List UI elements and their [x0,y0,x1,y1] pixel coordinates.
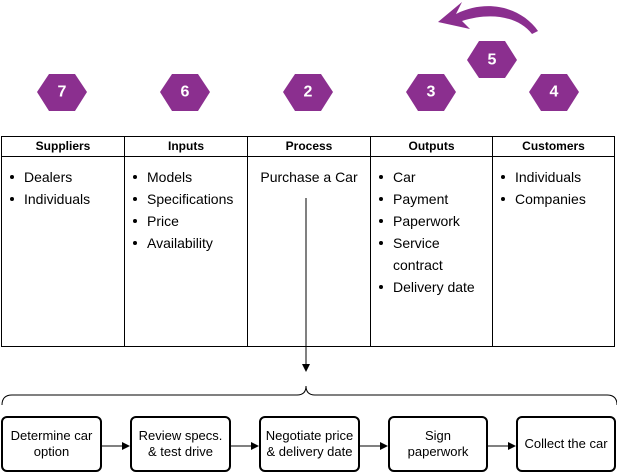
step-label-line: Negotiate price [265,428,354,443]
sipoc-table: Suppliers Dealers Individuals Inputs Mod… [1,136,615,347]
customers-list: Individuals Companies [493,166,614,210]
step-label-line: & delivery date [266,444,353,459]
hexagon-4-label: 4 [550,84,559,101]
step-label-line: Collect the car [524,436,608,451]
hexagon-7: 7 [37,74,87,111]
hexagon-5-label: 5 [488,52,497,69]
outputs-column: Outputs Car Payment Paperwork Service co… [371,137,493,346]
step-label-line: & test drive [147,444,214,459]
inputs-column: Inputs Models Specifications Price Avail… [125,137,248,346]
list-item-continuation: contract [393,257,443,273]
list-item: Service [379,232,492,254]
hexagon-7-label: 7 [58,84,67,101]
list-item: Payment [379,188,492,210]
outputs-list: Car Payment Paperwork Service contract D… [371,166,492,298]
process-column: Process Purchase a Car [248,137,371,346]
curved-arrow-icon [438,2,538,34]
suppliers-column: Suppliers Dealers Individuals [2,137,125,346]
step-label-line: paperwork [407,444,469,459]
hexagon-5: 5 [467,41,517,78]
list-item: Availability [133,232,247,254]
hexagon-4: 4 [529,74,579,111]
list-item: Specifications [133,188,247,210]
process-header: Process [248,137,370,157]
step-label-line: Review specs. [138,428,223,443]
step-label-line: Sign [424,428,451,443]
inputs-header: Inputs [125,137,247,157]
suppliers-list: Dealers Individuals [2,166,124,210]
inputs-list: Models Specifications Price Availability [125,166,247,254]
list-item: Car [379,166,492,188]
list-item: Companies [501,188,614,210]
hexagon-2-label: 2 [304,84,313,101]
list-item: Price [133,210,247,232]
list-item: Paperwork [379,210,492,232]
hexagon-6-label: 6 [181,84,190,101]
step-determine-car-option: Determine car option [1,416,102,472]
hexagon-6: 6 [160,74,210,111]
list-item: Dealers [10,166,124,188]
step-collect-the-car: Collect the car [516,416,616,472]
step-label-line: option [33,444,70,459]
list-item: Individuals [501,166,614,188]
list-item: Individuals [10,188,124,210]
hexagon-3: 3 [406,74,456,111]
step-label-line: Determine car [10,428,93,443]
list-item: Delivery date [379,276,492,298]
list-item: Models [133,166,247,188]
hexagon-3-label: 3 [427,84,436,101]
step-sign-paperwork: Sign paperwork [388,416,488,472]
hexagon-2: 2 [283,74,333,111]
step-negotiate-price: Negotiate price & delivery date [259,416,360,472]
step-review-specs: Review specs. & test drive [130,416,231,472]
process-text: Purchase a Car [260,169,358,185]
customers-column: Customers Individuals Companies [493,137,614,346]
outputs-header: Outputs [371,137,492,157]
customers-header: Customers [493,137,614,157]
suppliers-header: Suppliers [2,137,124,157]
